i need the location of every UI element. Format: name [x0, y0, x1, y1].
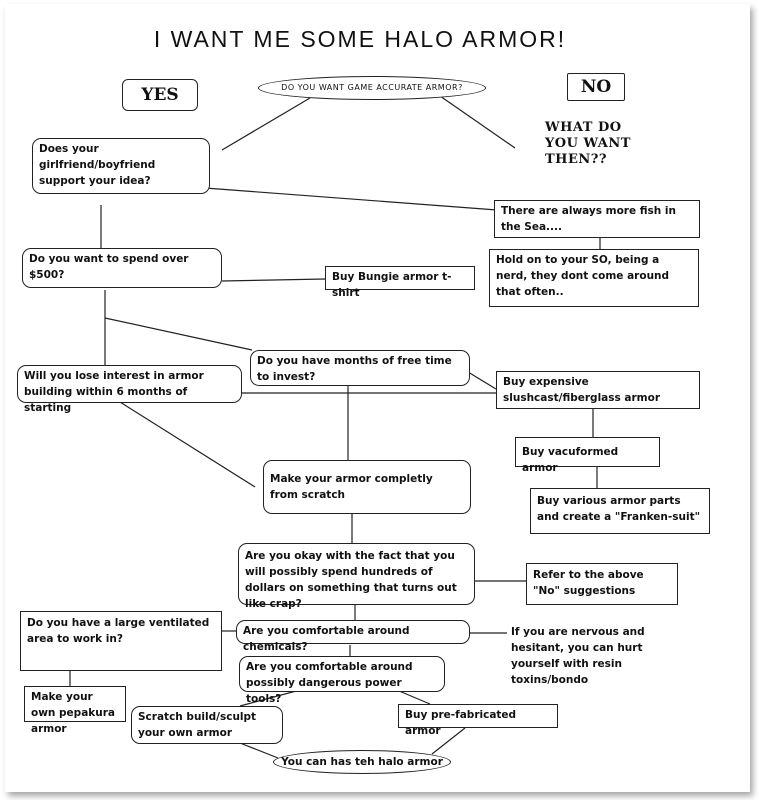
tshirt-box: Buy Bungie armor t-shirt: [325, 266, 475, 299]
spend-question-box: Do you want to spend over $500?: [22, 248, 222, 288]
chemicals-question-box: Are you comfortable around chemicals?: [236, 620, 470, 653]
edge-sculpt-halo: [239, 742, 279, 759]
edge-months-slush: [467, 371, 497, 390]
edge-accurate-support: [221, 97, 311, 151]
fish-box: There are always more fish in the Sea...…: [494, 200, 700, 238]
edge-prefab-halo: [431, 727, 466, 755]
franken-box: Buy various armor parts and create a "Fr…: [530, 488, 710, 534]
yes-box: YES: [122, 79, 198, 111]
edge-interest-scratch: [119, 401, 256, 488]
nervous-text: If you are nervous and hesitant, you can…: [507, 624, 657, 694]
sculpt-box: Scratch build/sculpt your own armor: [131, 706, 283, 744]
months-question-box: Do you have months of free time to inves…: [250, 350, 470, 386]
hold-on-box: Hold on to your SO, being a nerd, they d…: [489, 249, 699, 307]
interest-question-box: Will you lose interest in armor building…: [17, 365, 242, 414]
accurate-question-ellipse: DO YOU WANT GAME ACCURATE ARMOR?: [258, 76, 486, 100]
power-tools-question-box: Are you comfortable around possibly dang…: [239, 656, 445, 705]
support-question-box: Does your girlfriend/boyfriend support y…: [32, 138, 210, 194]
edge-power-sculpt: [239, 689, 301, 707]
what-do-you-want-text: WHAT DO YOU WANT THEN??: [545, 120, 653, 178]
vacuformed-box: Buy vacuformed armor: [515, 437, 660, 474]
pepakura-box: Make your own pepakura armor: [24, 686, 126, 735]
prefab-box: Buy pre-fabricated armor: [398, 704, 558, 737]
halo-armor-ellipse: You can has teh halo armor: [273, 750, 451, 774]
edge-accurate-what: [439, 95, 516, 149]
page-title: I WANT ME SOME HALO ARMOR!: [153, 26, 567, 52]
edge-split-months: [104, 317, 253, 351]
refer-box: Refer to the above "No" suggestions: [526, 563, 678, 605]
okay-question-box: Are you okay with the fact that you will…: [238, 543, 475, 610]
ventilated-question-box: Do you have a large ventilated area to w…: [20, 611, 222, 671]
scratch-box: Make your armor completly from scratch: [263, 460, 471, 514]
slushcast-box: Buy expensive slushcast/fiberglass armor: [496, 371, 700, 409]
edge-spend-tshirt: [221, 278, 326, 282]
edge-support-fish: [204, 187, 498, 211]
no-box: NO: [567, 73, 625, 101]
